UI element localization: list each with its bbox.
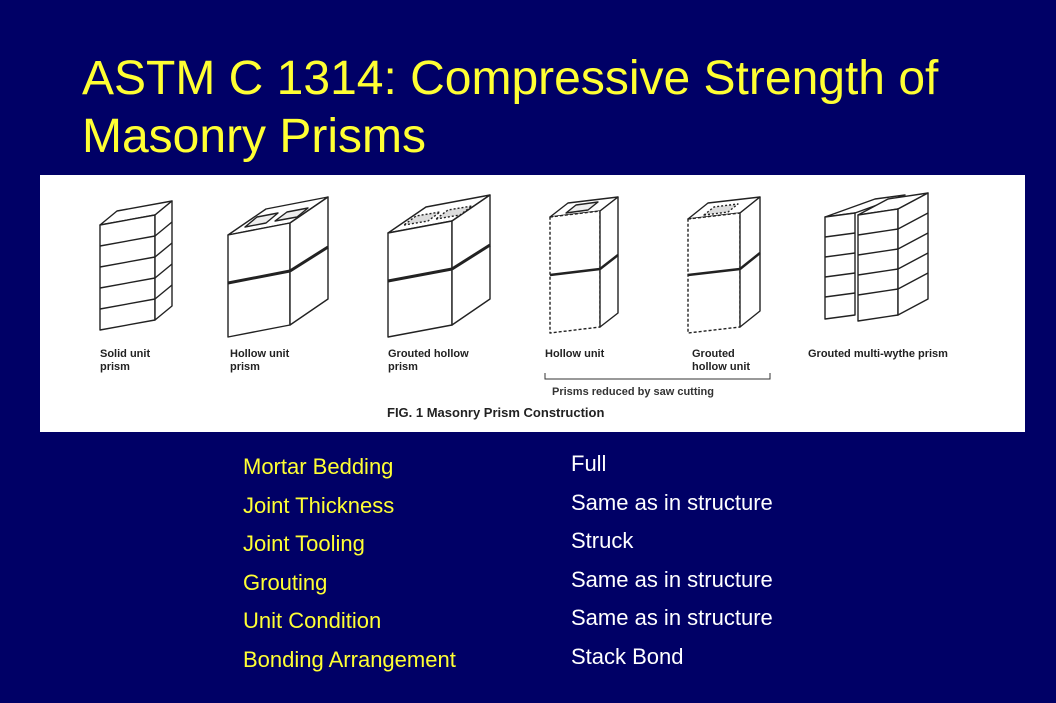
hollow-unit-saw-cut-drawing — [549, 196, 619, 334]
property-joint-tooling: Joint Tooling — [243, 531, 365, 556]
grouted-multi-wythe-prism-drawing — [824, 192, 929, 322]
grouted-hollow-unit-saw-cut-drawing — [687, 196, 761, 334]
prism-label-4: Hollow unit — [545, 348, 605, 360]
value-grouting: Same as in structure — [571, 566, 773, 592]
requirement-values: Full Same as in structure Struck Same as… — [571, 450, 773, 681]
saw-cut-bracket — [544, 373, 771, 380]
requirement-properties: Mortar Bedding Joint Thickness Joint Too… — [243, 452, 456, 683]
property-joint-thickness: Joint Thickness — [243, 492, 395, 518]
prism-label-2: Hollow unit prism — [230, 348, 290, 373]
saw-cut-note: Prisms reduced by saw cutting — [552, 386, 714, 398]
property-unit-condition: Unit Condition — [243, 608, 382, 633]
prism-label-6: Grouted multi-wythe prism — [808, 348, 948, 360]
value-bonding-arrangement: Stack Bond — [571, 643, 684, 669]
property-bonding-arrangement: Bonding Arrangement — [243, 646, 456, 672]
figure-caption: FIG. 1 Masonry Prism Construction — [387, 405, 605, 420]
value-mortar-bedding: Full — [571, 451, 607, 476]
grouted-hollow-prism-drawing — [387, 194, 491, 338]
prism-label-3: Grouted hollow prism — [388, 348, 469, 373]
solid-unit-prism-drawing — [99, 200, 173, 331]
prism-label-1: Solid unit prism — [100, 348, 151, 373]
value-joint-thickness: Same as in structure — [571, 489, 773, 515]
prism-drawings — [99, 192, 929, 380]
value-unit-condition: Same as in structure — [571, 605, 773, 630]
value-joint-tooling: Struck — [571, 528, 634, 553]
property-mortar-bedding: Mortar Bedding — [243, 454, 394, 479]
hollow-unit-prism-drawing — [227, 196, 329, 338]
property-grouting: Grouting — [243, 569, 328, 595]
slide-title: ASTM C 1314: Compressive Strength of Mas… — [82, 52, 939, 163]
prism-figure: Solid unit prism Hollow unit prism Grout… — [40, 175, 1025, 432]
prism-label-5: Grouted hollow unit — [692, 348, 751, 373]
